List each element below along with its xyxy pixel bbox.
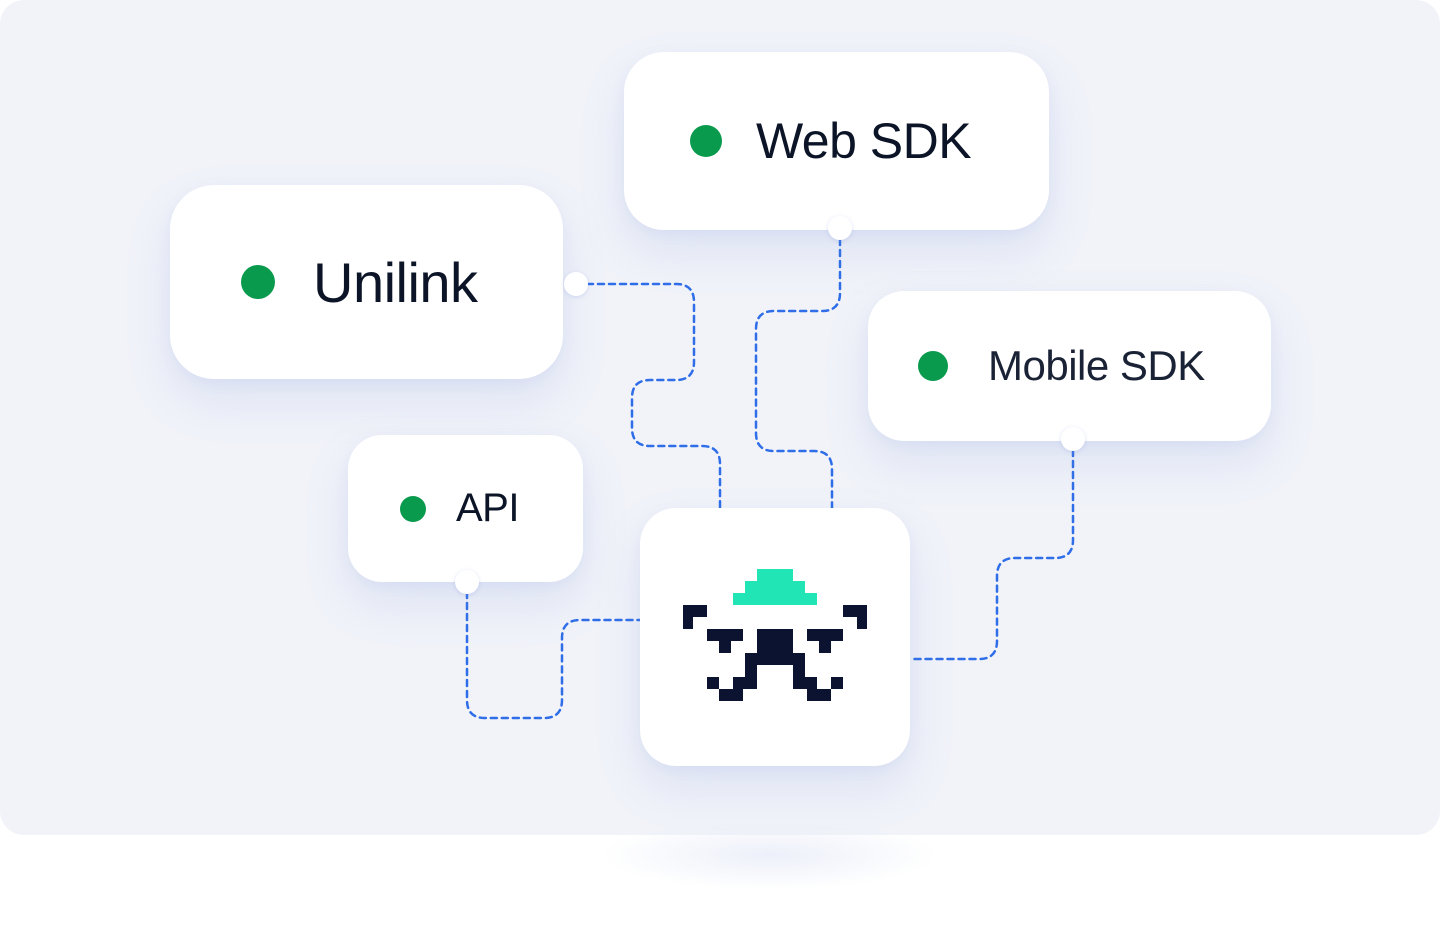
status-dot-icon [241, 265, 275, 299]
api-port [455, 570, 479, 594]
status-dot-icon [918, 351, 948, 381]
web-sdk-card[interactable]: Web SDK [624, 52, 1049, 230]
connector-mobile-hub [908, 437, 1075, 661]
connector-web-hub [754, 226, 842, 510]
api-card[interactable]: API [348, 435, 583, 582]
connector-lines [465, 226, 1075, 720]
status-dot-icon [400, 495, 426, 522]
unilink-label: Unilink [313, 250, 478, 314]
mobile-sdk-port [1061, 427, 1085, 451]
unilink-card[interactable]: Unilink [170, 185, 563, 379]
shadow-glow [600, 820, 940, 890]
web-sdk-label: Web SDK [756, 113, 972, 169]
connector-unilink-hub [574, 282, 722, 510]
pixel-drone-logo-icon [683, 569, 867, 701]
hub-card[interactable] [640, 508, 910, 766]
connector-api-hub [465, 579, 642, 720]
mobile-sdk-label: Mobile SDK [988, 342, 1205, 389]
mobile-sdk-card[interactable]: Mobile SDK [868, 291, 1271, 441]
api-label: API [456, 486, 519, 530]
diagram-canvas: Web SDK Unilink Mobile SDK API [0, 0, 1440, 835]
unilink-port [564, 272, 588, 296]
status-dot-icon [690, 125, 722, 157]
web-sdk-port [828, 216, 852, 240]
